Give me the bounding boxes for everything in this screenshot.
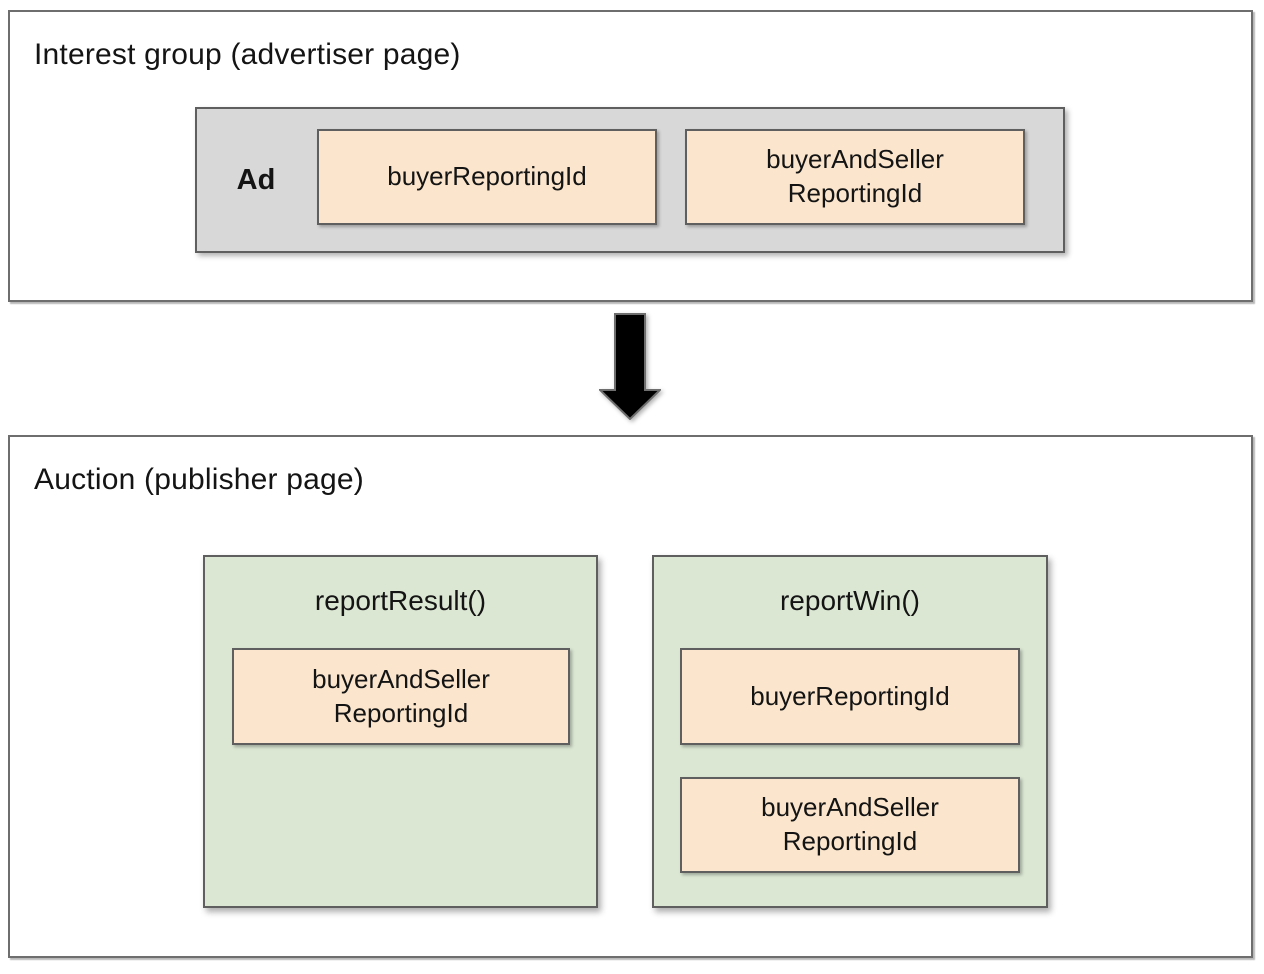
buyer-reporting-id-chip: buyerReportingId [680,648,1020,745]
auction-box: Auction (publisher page) reportResult() … [8,435,1253,958]
report-win-title: reportWin() [779,585,920,616]
interest-group-box: Interest group (advertiser page) Ad buye… [8,10,1253,302]
auction-title: Auction (publisher page) [34,463,364,496]
flow-down-arrow-icon [599,313,661,420]
buyer-reporting-id-chip: buyerReportingId [317,129,657,225]
report-result-box: reportResult() buyerAndSeller ReportingI… [203,555,598,908]
buyer-and-seller-reporting-id-chip: buyerAndSeller ReportingId [685,129,1025,225]
ad-box: Ad buyerReportingId buyerAndSeller Repor… [195,107,1065,253]
buyer-and-seller-reporting-id-chip: buyerAndSeller ReportingId [232,648,570,745]
buyer-and-seller-reporting-id-chip: buyerAndSeller ReportingId [680,777,1020,873]
report-result-title: reportResult() [314,585,487,616]
report-win-box: reportWin() buyerReportingId buyerAndSel… [652,555,1048,908]
interest-group-title: Interest group (advertiser page) [34,38,461,71]
ad-label: Ad [236,163,276,196]
